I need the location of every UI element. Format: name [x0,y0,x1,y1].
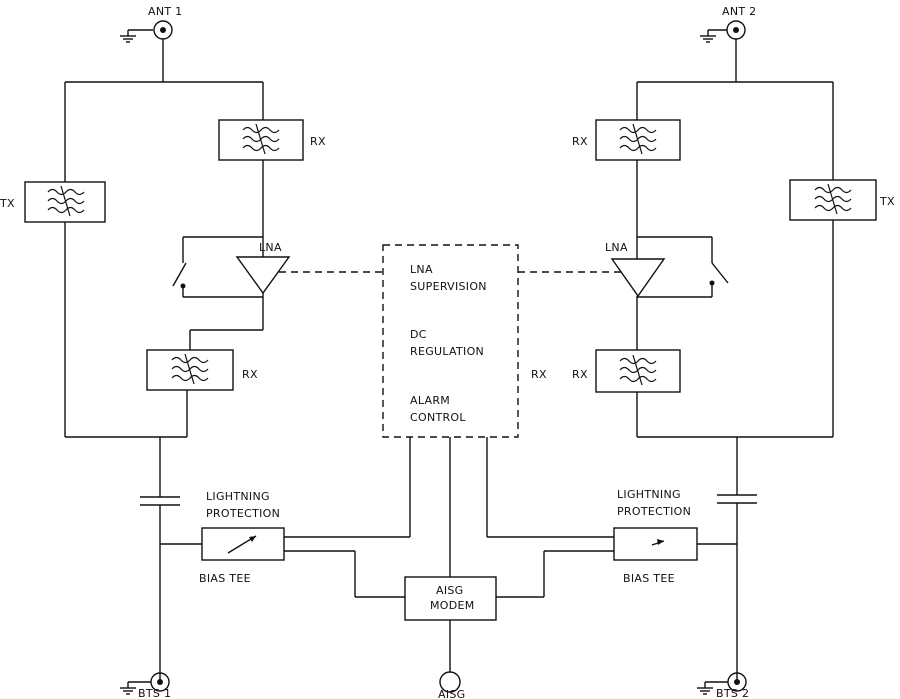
ant1-connector [153,20,173,40]
rx-label-left-bottom: RX [242,368,258,381]
rx-label-right-bottom: RX [572,368,588,381]
bias-tee-label-right: BIAS TEE [623,572,675,585]
lightning-label-left-1: LIGHTNING [206,490,270,503]
rx-label-middle: RX [531,368,547,381]
control-unit: LNA SUPERVISION DC REGULATION ALARM CONT… [279,244,622,438]
rx-filter-right-top [595,119,681,161]
lightning-label-right-2: PROTECTION [617,505,691,518]
tx-label-left: TX [0,197,15,210]
bias-tee-right [613,527,698,561]
rx-filter-right-bottom [595,349,681,393]
bts2-connector [727,672,747,692]
aisg-modem-label-2: MODEM [430,599,475,612]
control-wiring [284,437,614,672]
tx-filter-right [789,179,877,221]
supervision-label-1: LNA [410,263,433,276]
ant2-label: ANT 2 [722,5,756,18]
dc-regulation-label-2: REGULATION [410,345,484,358]
rx-filter-left-top [218,119,304,161]
left-chain: ANT 1 TX RX LNA [0,5,326,699]
lightning-label-left-2: PROTECTION [206,507,280,520]
lna-right [610,258,666,298]
bias-tee-left [201,527,285,561]
dc-regulation-label-1: DC [410,328,427,341]
lna-left [235,256,291,295]
lna-label-right: LNA [605,241,628,254]
ant1-label: ANT 1 [148,5,182,18]
aisg-modem-label-1: AISG [436,584,463,597]
aisg-label: AISG [438,688,465,699]
bias-tee-label-left: BIAS TEE [199,572,251,585]
rx-label-left-top: RX [310,135,326,148]
right-chain: ANT 2 TX RX LNA [572,5,895,699]
rx-label-right-top: RX [572,135,588,148]
bts1-label: BTS 1 [138,687,171,699]
bts2-label: BTS 2 [716,687,749,699]
aisg-modem: AISG MODEM [404,576,497,621]
rx-filter-left-bottom [146,349,234,391]
alarm-control-label-2: CONTROL [410,411,466,424]
supervision-label-2: SUPERVISION [410,280,487,293]
aisg-connector [439,671,461,693]
lna-label-left: LNA [259,241,282,254]
alarm-control-label-1: ALARM [410,394,450,407]
ant2-connector [726,20,746,40]
tx-label-right: TX [879,195,895,208]
bts1-connector [150,672,170,692]
lightning-label-right-1: LIGHTNING [617,488,681,501]
tx-filter-left [24,181,106,223]
